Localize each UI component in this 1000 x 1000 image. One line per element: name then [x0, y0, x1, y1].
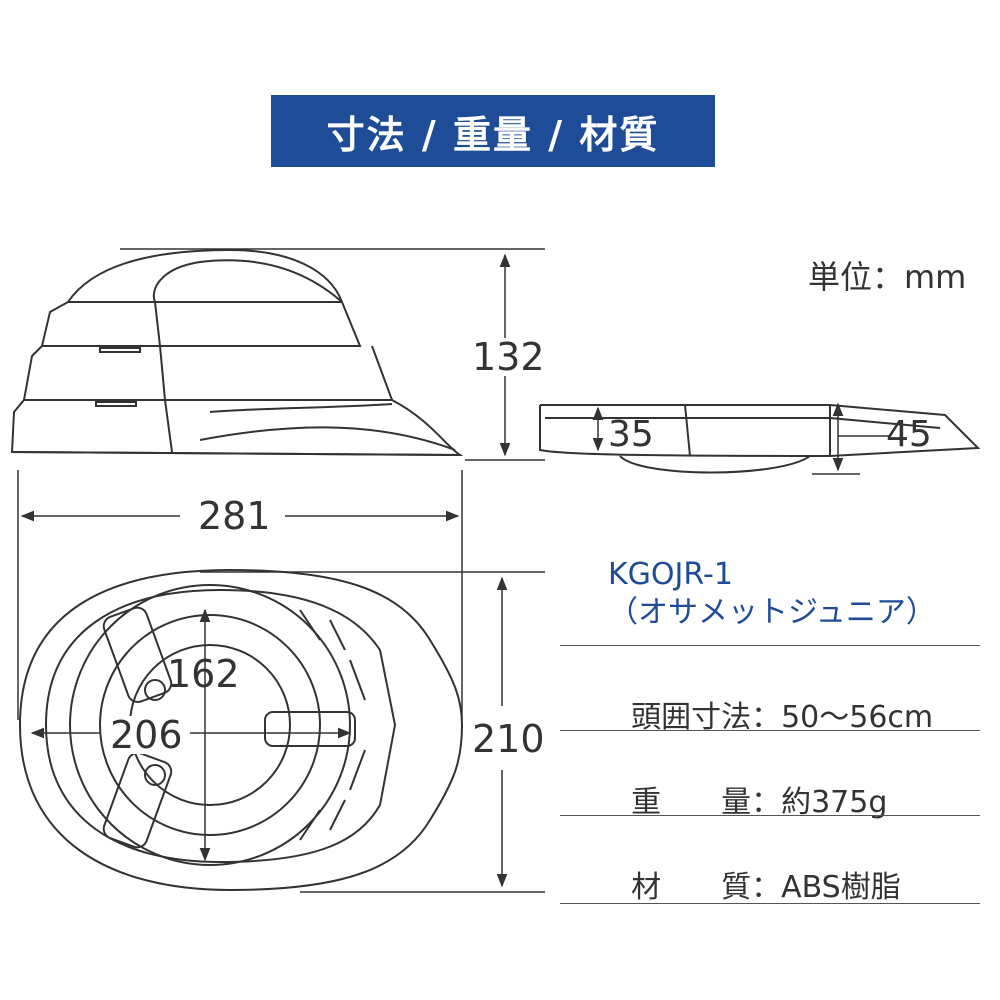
- spec-row-head-size: 頭囲寸法：50〜56cm: [612, 673, 933, 733]
- spec-divider: [560, 903, 980, 904]
- spec-row-material: 材 質：ABS樹脂: [612, 843, 901, 903]
- spec-separator: ：: [751, 700, 782, 735]
- helmet-folded-view: [539, 404, 981, 474]
- spec-label: 重 量: [631, 785, 752, 820]
- spec-divider: [560, 815, 980, 816]
- helmet-top-view: [18, 568, 464, 892]
- product-model: KGOJR-1: [608, 557, 733, 592]
- folded-height-max-dimension: 45: [886, 414, 932, 455]
- spec-row-weight: 重 量：約375g: [612, 758, 887, 818]
- width-dimension: 210: [470, 717, 547, 761]
- spec-separator: ：: [751, 870, 782, 905]
- height-dimension: 132: [470, 335, 547, 379]
- dimension-lines: [17, 248, 890, 893]
- spec-divider: [560, 645, 980, 646]
- helmet-side-view: [10, 248, 464, 457]
- spec-separator: ：: [751, 785, 782, 820]
- inner-width-dimension: 162: [167, 652, 240, 696]
- spec-value: 約375g: [781, 785, 888, 820]
- inner-length-dimension: 206: [108, 713, 185, 757]
- spec-value: ABS樹脂: [781, 870, 901, 905]
- spec-divider: [560, 730, 980, 731]
- page-title-banner: 寸法 / 重量 / 材質: [271, 95, 715, 167]
- spec-label: 材 質: [631, 870, 752, 905]
- spec-value: 50〜56cm: [781, 700, 934, 735]
- unit-label: 単位：mm: [808, 258, 967, 296]
- spec-label: 頭囲寸法: [631, 700, 752, 735]
- length-dimension: 281: [196, 494, 273, 538]
- folded-height-min-dimension: 35: [608, 414, 654, 455]
- product-name: （オサメットジュニア）: [608, 595, 936, 630]
